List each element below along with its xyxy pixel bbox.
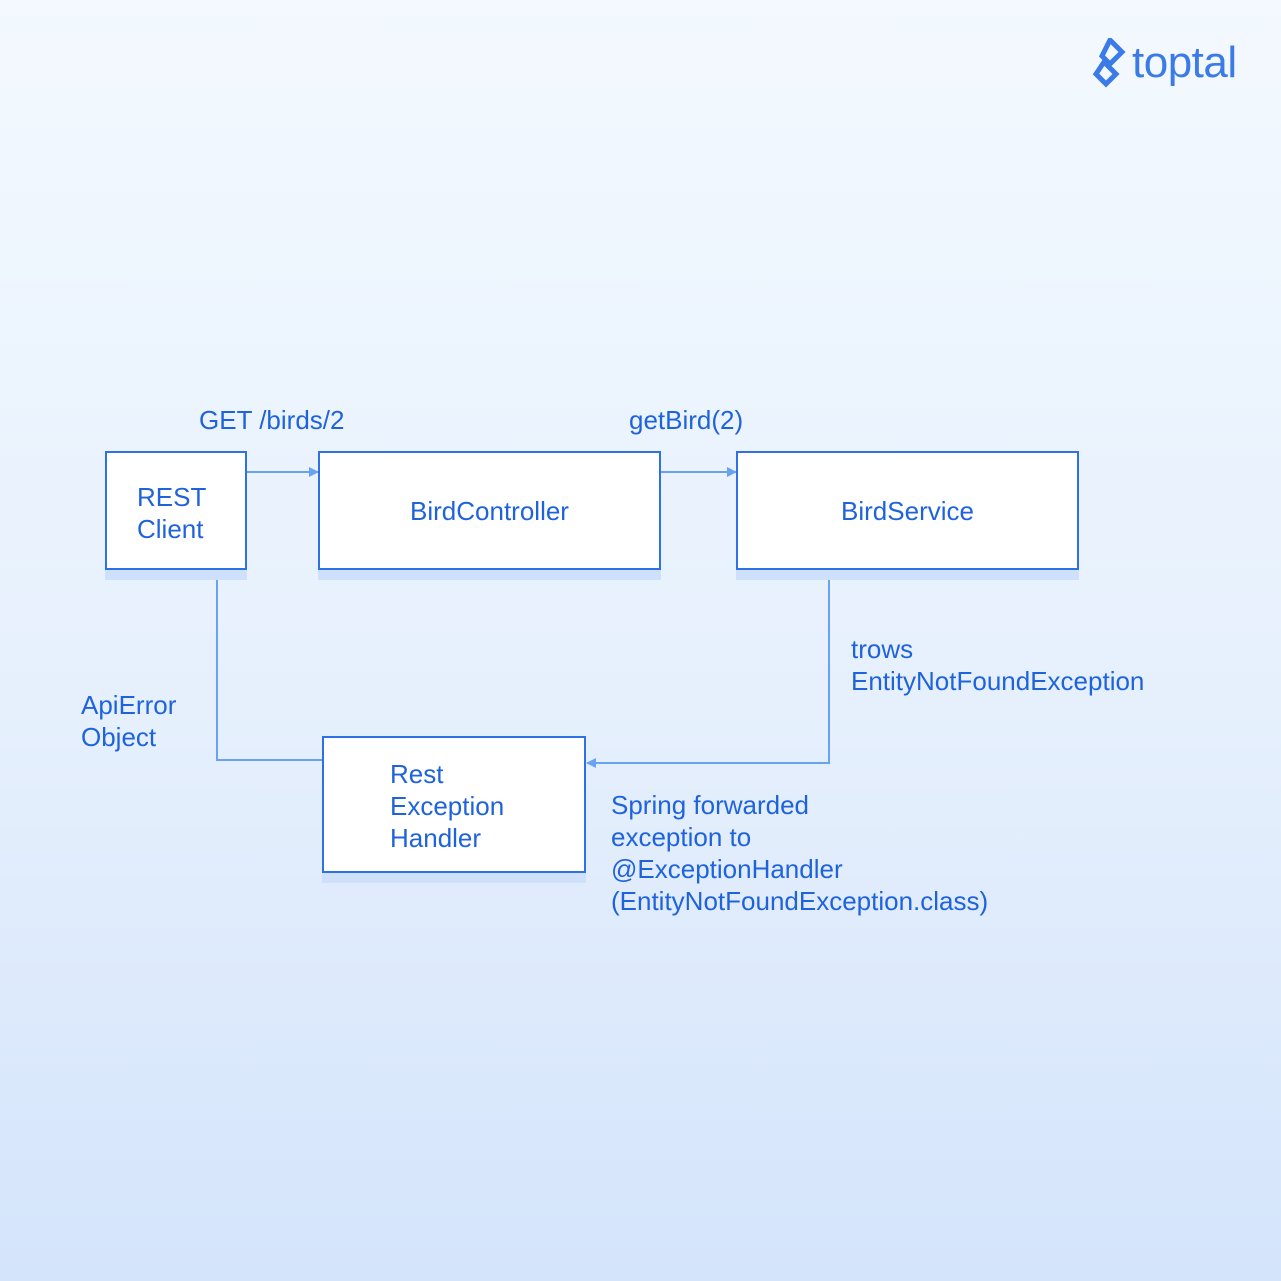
spring-forwarded-label: Spring forwarded exception to @Exception… [611, 790, 989, 916]
api-error-object-label: ApiError Object [81, 690, 177, 752]
get-bird-call-label: getBird(2) [629, 405, 744, 435]
bird-controller-node: BirdController [318, 451, 661, 570]
throws-exception-label: trows EntityNotFoundException [851, 634, 1145, 696]
bird-controller-label: BirdController [410, 495, 569, 526]
get-request-label: GET /birds/2 [199, 405, 345, 435]
arrow-handler-to-client [212, 569, 323, 761]
bird-service-node: BirdService [736, 451, 1079, 570]
arrow-service-to-handler [586, 570, 830, 768]
toptal-logo: toptal [1092, 38, 1252, 90]
toptal-logo-wordmark: toptal [1132, 38, 1237, 87]
rest-client-label: REST Client [137, 482, 207, 544]
rest-exception-handler-node: Rest Exception Handler [322, 736, 586, 873]
rest-exception-handler-label: Rest Exception Handler [390, 759, 505, 853]
toptal-logo-icon [1092, 38, 1126, 88]
rest-client-node: REST Client [105, 451, 247, 570]
bird-service-label: BirdService [841, 495, 974, 526]
